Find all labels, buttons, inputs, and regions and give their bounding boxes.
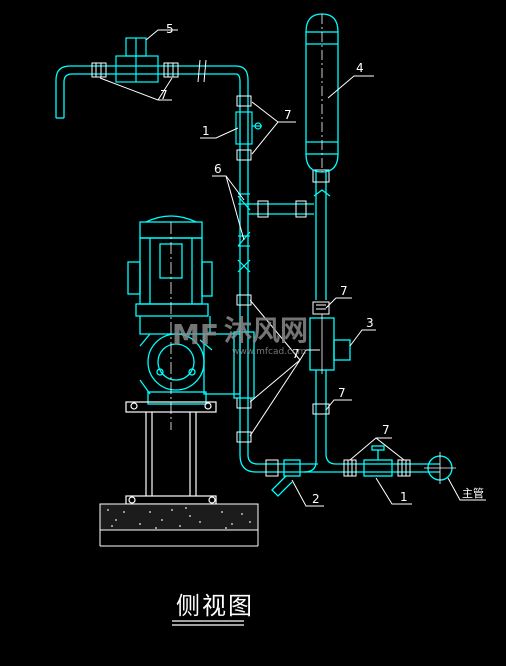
label-2: 2 <box>312 492 320 506</box>
label-7-right-mid: 7 <box>340 284 348 298</box>
label-1-bottom: 1 <box>400 490 408 504</box>
bottom-pipe-fittings <box>265 459 411 477</box>
flow-meter-5 <box>115 37 159 83</box>
label-7-center: 7 <box>292 347 300 361</box>
pump-stand <box>125 401 217 522</box>
drawing-title: 侧视图 <box>176 592 254 620</box>
label-main-pipe: 主管 <box>462 486 484 500</box>
top-left-fittings <box>91 59 207 83</box>
cross-pipe <box>248 189 331 218</box>
leader-4 <box>327 75 374 99</box>
right-pipe-fittings <box>312 169 330 415</box>
label-7-top-valves: 7 <box>284 108 292 122</box>
leader-lines <box>200 101 486 507</box>
watermark-url: www.mfcad.com <box>232 347 306 357</box>
metering-pump <box>127 215 241 430</box>
leader-lines-top-left <box>99 29 178 101</box>
pump-outlet-chamber <box>233 331 255 399</box>
left-ball-valve <box>235 111 262 145</box>
watermark-logo-text: MF <box>172 318 219 351</box>
top-left-pipe <box>55 65 249 119</box>
pulsation-damper-4 <box>305 13 339 173</box>
label-1-left: 1 <box>202 124 210 138</box>
label-5: 5 <box>166 22 174 36</box>
safety-valve-3 <box>309 314 351 374</box>
concrete-foundation <box>99 503 259 547</box>
main-pipe-circle <box>424 452 456 484</box>
label-7-bottom-right: 7 <box>382 423 390 437</box>
label-7-right-low: 7 <box>338 386 346 400</box>
left-vertical-pipe <box>239 95 318 473</box>
leader-3 <box>349 329 376 347</box>
bottom-ball-valve-1 <box>363 445 393 477</box>
watermark-brand: 沐风网 <box>224 314 308 347</box>
label-6: 6 <box>214 162 222 176</box>
label-3: 3 <box>366 316 374 330</box>
watermark-logo: MF 沐风网 www.mfcad.com <box>172 314 308 357</box>
right-vertical-pipe <box>303 170 440 473</box>
label-7-top-left: 7 <box>160 88 168 102</box>
label-4: 4 <box>356 61 364 75</box>
y-strainer-2 <box>271 459 301 497</box>
left-pipe-fittings <box>236 95 252 443</box>
